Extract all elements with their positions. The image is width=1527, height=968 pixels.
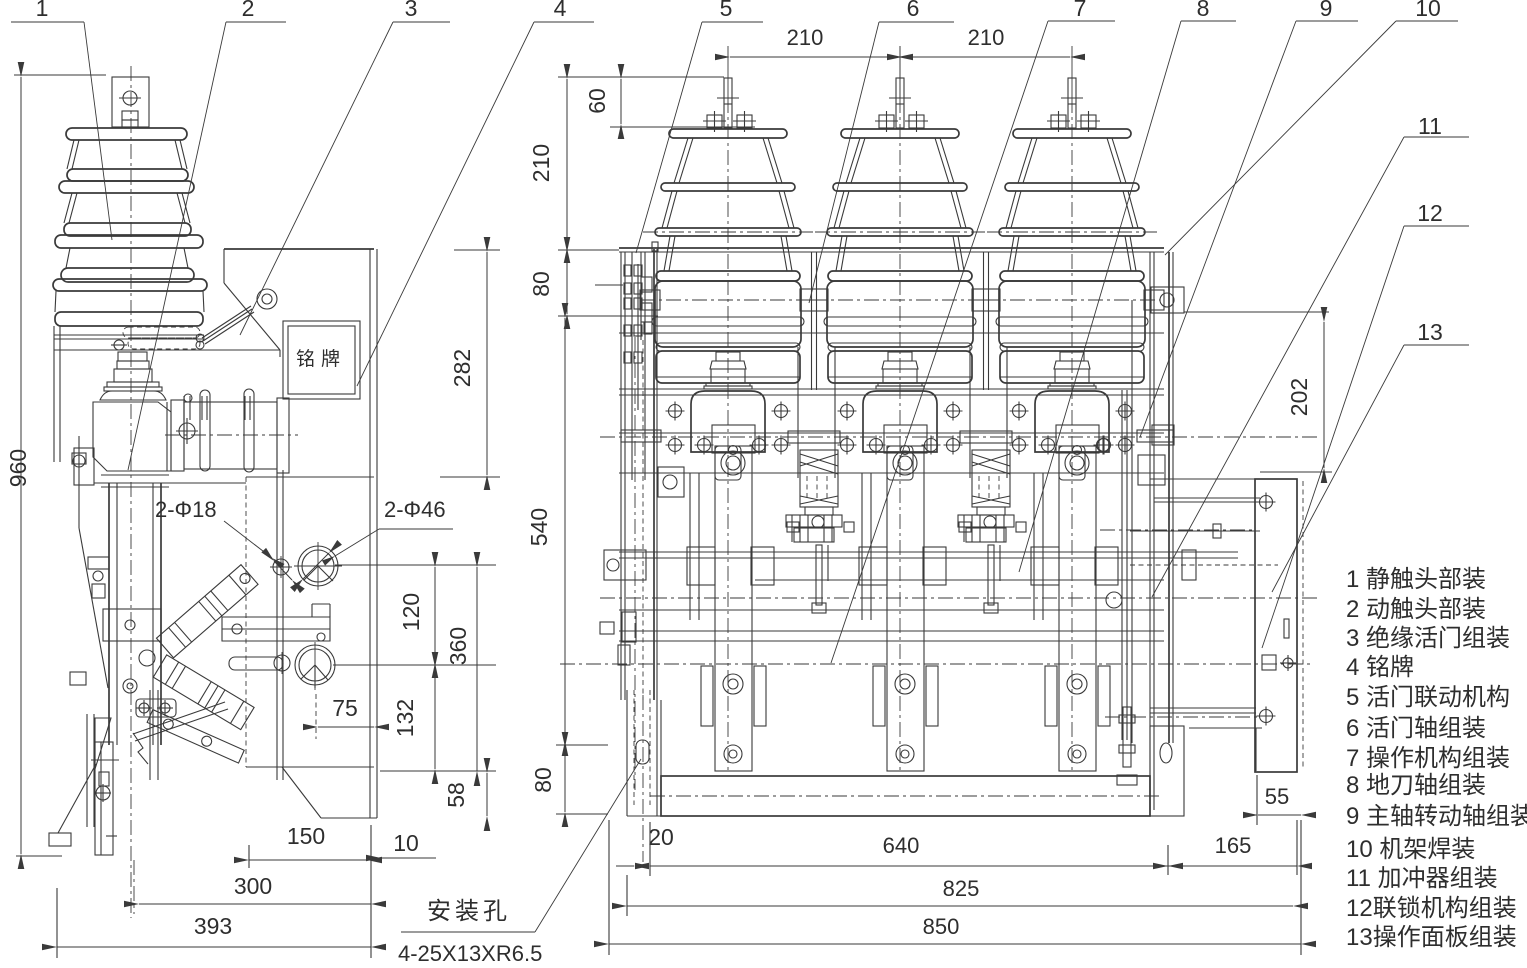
svg-text:5 活门联动机构: 5 活门联动机构 <box>1346 684 1510 711</box>
svg-text:11 加冲器组装: 11 加冲器组装 <box>1346 865 1498 892</box>
svg-text:75: 75 <box>332 695 358 721</box>
svg-text:20: 20 <box>648 824 674 850</box>
svg-text:7 操作机构组装: 7 操作机构组装 <box>1346 745 1510 772</box>
svg-text:11: 11 <box>1418 113 1442 139</box>
svg-text:13操作面板组装: 13操作面板组装 <box>1346 924 1517 951</box>
svg-text:210: 210 <box>968 25 1005 50</box>
svg-text:80: 80 <box>530 767 556 793</box>
svg-text:9 主轴转动轴组装: 9 主轴转动轴组装 <box>1346 803 1527 830</box>
svg-text:6 活门轴组装: 6 活门轴组装 <box>1346 715 1486 742</box>
svg-text:55: 55 <box>1265 784 1289 809</box>
svg-text:300: 300 <box>234 873 272 899</box>
svg-text:210: 210 <box>787 25 824 50</box>
svg-text:8: 8 <box>1197 0 1210 21</box>
svg-text:4: 4 <box>554 0 567 21</box>
svg-text:2-Φ18: 2-Φ18 <box>155 497 217 522</box>
svg-text:1 静触头部装: 1 静触头部装 <box>1346 566 1486 593</box>
svg-text:150: 150 <box>287 823 325 849</box>
svg-text:80: 80 <box>528 271 554 297</box>
svg-text:4 铭牌: 4 铭牌 <box>1346 654 1414 681</box>
svg-text:2 动触头部装: 2 动触头部装 <box>1346 596 1486 623</box>
svg-text:铭牌: 铭牌 <box>296 348 346 370</box>
svg-text:12: 12 <box>1417 200 1443 226</box>
svg-text:13: 13 <box>1417 319 1443 345</box>
svg-text:安装孔: 安装孔 <box>427 898 511 925</box>
svg-text:5: 5 <box>720 0 733 21</box>
svg-text:2-Φ46: 2-Φ46 <box>384 497 446 522</box>
svg-text:165: 165 <box>1215 833 1252 858</box>
svg-text:132: 132 <box>392 699 418 737</box>
svg-text:960: 960 <box>5 449 31 487</box>
svg-text:6: 6 <box>907 0 920 21</box>
svg-text:7: 7 <box>1074 0 1087 21</box>
svg-text:282: 282 <box>449 349 475 387</box>
svg-text:12联锁机构组装: 12联锁机构组装 <box>1346 895 1517 922</box>
svg-text:8 地刀轴组装: 8 地刀轴组装 <box>1346 772 1486 799</box>
svg-text:60: 60 <box>584 88 610 114</box>
svg-text:10 机架焊装: 10 机架焊装 <box>1346 836 1475 863</box>
svg-text:850: 850 <box>923 914 960 939</box>
svg-text:3 绝缘活门组装: 3 绝缘活门组装 <box>1346 625 1510 652</box>
svg-text:393: 393 <box>194 913 232 939</box>
svg-text:540: 540 <box>526 508 552 546</box>
svg-text:4-25X13XR6.5: 4-25X13XR6.5 <box>398 941 542 966</box>
svg-text:58: 58 <box>443 782 469 808</box>
svg-text:10: 10 <box>1415 0 1441 21</box>
svg-text:210: 210 <box>528 144 554 182</box>
svg-text:10: 10 <box>393 830 419 856</box>
svg-text:2: 2 <box>242 0 255 21</box>
svg-text:1: 1 <box>36 0 49 21</box>
svg-text:825: 825 <box>943 876 980 901</box>
svg-text:360: 360 <box>445 627 471 665</box>
svg-text:202: 202 <box>1286 378 1312 416</box>
svg-text:3: 3 <box>405 0 418 21</box>
svg-text:640: 640 <box>883 833 920 858</box>
svg-text:120: 120 <box>398 593 424 631</box>
svg-text:9: 9 <box>1320 0 1333 21</box>
